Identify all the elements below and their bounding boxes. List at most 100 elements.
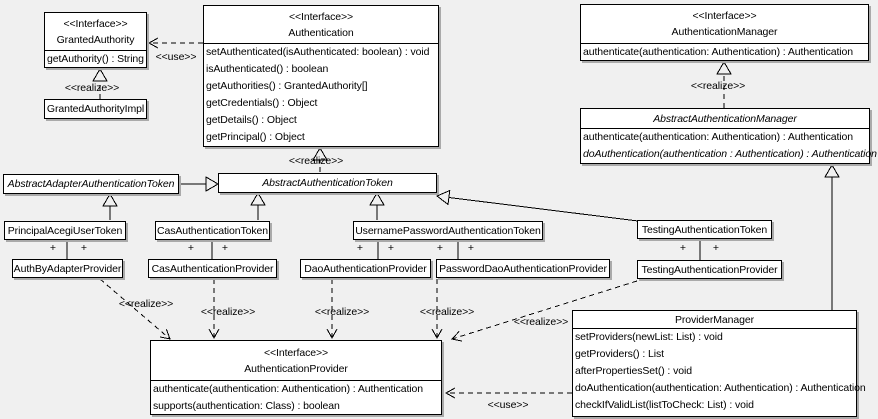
- class-title-auth-by-adapter-provider: AuthByAdapterProvider: [13, 260, 122, 277]
- method-row: authenticate(authentication: Authenticat…: [153, 383, 424, 395]
- hollow-triangle-arrowhead-icon: [92, 68, 108, 82]
- class-username-password-authentication-token[interactable]: UsernamePasswordAuthenticationToken: [353, 221, 543, 240]
- method-row: afterPropertiesSet() : void: [575, 365, 692, 377]
- class-title-password-dao-authentication-provider: PasswordDaoAuthenticationProvider: [437, 260, 609, 277]
- hollow-triangle-arrowhead-icon: [824, 164, 840, 178]
- class-name: AbstractAuthenticationManager: [653, 112, 797, 125]
- method-row: getProviders() : List: [575, 348, 664, 360]
- class-principal-acegi-user-token[interactable]: PrincipalAcegiUserToken: [4, 221, 126, 240]
- class-name: CasAuthenticationToken: [156, 224, 269, 237]
- edge-realize-abstractauthenticationtoken-authentication[interactable]: [312, 147, 328, 172]
- edge-gen-abstractadaptertoken-abstracttoken[interactable]: [179, 176, 219, 192]
- class-granted-authority[interactable]: <<Interface>> GrantedAuthority getAuthorit…: [44, 12, 147, 68]
- class-cas-authentication-provider[interactable]: CasAuthenticationProvider: [148, 259, 277, 278]
- open-arrowhead-icon: [444, 387, 456, 399]
- class-provider-manager[interactable]: ProviderManager setProviders(newList: Lis…: [572, 310, 866, 417]
- stereotype-label: <<Interface>>: [692, 10, 757, 22]
- class-name: DaoAuthenticationProvider: [304, 262, 427, 275]
- class-title-abstract-adapter-authentication-token: AbstractAdapterAuthenticationToken: [4, 175, 178, 193]
- edge-gen-testingtoken-abstracttoken[interactable]: [436, 189, 639, 222]
- class-name: AbstractAdapterAuthenticationToken: [7, 178, 175, 190]
- class-title-granted-authority: <<Interface>> GrantedAuthority: [45, 13, 146, 51]
- class-name: AuthenticationProvider: [244, 362, 348, 375]
- method-row: authenticate(authentication: Authenticat…: [583, 46, 854, 58]
- class-methods-authentication-manager: authenticate(authentication: Authenticat…: [581, 44, 868, 61]
- edge-realize-abstractauthenticationmanager-authenticationmanager[interactable]: [716, 61, 732, 108]
- method-row: isAuthenticated() : boolean: [206, 63, 329, 75]
- class-dao-authentication-provider[interactable]: DaoAuthenticationProvider: [300, 259, 431, 278]
- class-abstract-authentication-token[interactable]: AbstractAuthenticationToken: [218, 173, 437, 193]
- class-auth-by-adapter-provider[interactable]: AuthByAdapterProvider: [12, 259, 123, 278]
- class-methods-provider-manager: setProviders(newList: List) : void getPro…: [573, 329, 866, 414]
- stereotype-label: <<Interface>>: [263, 346, 329, 359]
- class-title-username-password-authentication-token: UsernamePasswordAuthenticationToken: [354, 222, 542, 239]
- method-row: doAuthentication(authentication : Authen…: [583, 148, 877, 160]
- class-authentication-manager[interactable]: <<Interface>>AuthenticationManager authen…: [580, 4, 869, 61]
- class-authentication-provider[interactable]: <<Interface>> AuthenticationProvider authe…: [150, 340, 442, 415]
- edge-use-providermanager-authenticationprovider[interactable]: [444, 387, 572, 399]
- class-name: AuthByAdapterProvider: [13, 262, 122, 275]
- open-arrowhead-icon: [147, 37, 159, 49]
- class-name: GrantedAuthorityImpl: [46, 103, 145, 115]
- method-row: getPrincipal() : Object: [206, 131, 305, 143]
- class-abstract-adapter-authentication-token[interactable]: AbstractAdapterAuthenticationToken: [3, 174, 179, 194]
- open-arrowhead-icon: [159, 329, 171, 340]
- class-methods-granted-authority: getAuthority() : String: [45, 51, 146, 68]
- class-title-dao-authentication-provider: DaoAuthenticationProvider: [301, 260, 430, 277]
- class-name: AbstractAuthenticationToken: [262, 177, 393, 189]
- class-name: PasswordDaoAuthenticationProvider: [439, 262, 607, 275]
- hollow-triangle-arrowhead-icon: [716, 61, 732, 75]
- class-title-abstract-authentication-token: AbstractAuthenticationToken: [219, 174, 436, 192]
- edge-use-authentication-grantedauthority[interactable]: [147, 37, 203, 49]
- class-authentication[interactable]: <<Interface>>Authentication setAuthentica…: [203, 5, 439, 147]
- class-granted-authority-impl[interactable]: GrantedAuthorityImpl: [44, 99, 147, 119]
- edge-gen-castoken-abstracttoken[interactable]: [250, 192, 266, 220]
- edge-realize-casprovider-authenticationprovider[interactable]: [208, 279, 220, 340]
- method-row: setProviders(newList: List) : void: [575, 331, 723, 343]
- class-password-dao-authentication-provider[interactable]: PasswordDaoAuthenticationProvider: [436, 259, 610, 278]
- class-cas-authentication-token[interactable]: CasAuthenticationToken: [155, 221, 270, 240]
- class-title-principal-acegi-user-token: PrincipalAcegiUserToken: [5, 222, 125, 239]
- class-name: ProviderManager: [674, 313, 755, 326]
- class-title-authentication: <<Interface>>Authentication: [204, 6, 438, 44]
- hollow-triangle-arrowhead-icon: [369, 192, 385, 206]
- class-name: PrincipalAcegiUserToken: [7, 224, 123, 237]
- hollow-triangle-arrowhead-icon: [250, 192, 266, 206]
- hollow-triangle-arrowhead-icon: [436, 189, 451, 206]
- class-title-authentication-provider: <<Interface>> AuthenticationProvider: [151, 341, 441, 381]
- class-title-provider-manager: ProviderManager: [573, 311, 856, 329]
- class-testing-authentication-provider[interactable]: TestingAuthenticationProvider: [637, 260, 782, 279]
- class-name: TestingAuthenticationProvider: [641, 263, 778, 276]
- edge-realize-testingprovider-authenticationprovider[interactable]: [451, 280, 638, 342]
- class-title-cas-authentication-provider: CasAuthenticationProvider: [149, 260, 276, 277]
- class-title-testing-authentication-token: TestingAuthenticationToken: [638, 221, 771, 238]
- class-name: GrantedAuthority: [56, 33, 135, 46]
- class-name: CasAuthenticationProvider: [151, 262, 274, 275]
- class-title-cas-authentication-token: CasAuthenticationToken: [156, 222, 269, 239]
- edge-realize-grantedauthorityimpl-grantedauthority[interactable]: [92, 68, 108, 99]
- method-row: getAuthority() : String: [47, 53, 144, 65]
- edge-gen-providermanager-abstractauthenticationmanager[interactable]: [824, 164, 840, 310]
- hollow-triangle-arrowhead-icon: [205, 176, 219, 192]
- hollow-triangle-arrowhead-icon: [312, 147, 328, 161]
- stereotype-label: <<Interface>>: [63, 17, 128, 30]
- open-arrowhead-icon: [451, 331, 463, 342]
- edge-gen-principalacegiusertoken-abstractadaptertoken[interactable]: [102, 193, 118, 220]
- method-row: doAuthentication(authentication: Authent…: [575, 382, 866, 394]
- edge-gen-usernamepasswordtoken-abstracttoken[interactable]: [369, 192, 385, 220]
- open-arrowhead-icon: [208, 328, 220, 340]
- class-testing-authentication-token[interactable]: TestingAuthenticationToken: [637, 220, 772, 239]
- method-row: setAuthenticated(isAuthenticated: boolea…: [206, 46, 430, 58]
- method-row: getAuthorities() : GrantedAuthority[]: [206, 80, 368, 92]
- edge-realize-daoprovider-authenticationprovider[interactable]: [326, 279, 338, 340]
- method-row: getCredentials() : Object: [206, 97, 318, 109]
- open-arrowhead-icon: [431, 328, 443, 340]
- class-methods-authentication-provider: authenticate(authentication: Authenticat…: [151, 381, 441, 415]
- class-name: TestingAuthenticationToken: [641, 223, 768, 236]
- edge-realize-passworddaoprovider-authenticationprovider[interactable]: [431, 279, 443, 340]
- edge-realize-authbyadapterprovider-authenticationprovider[interactable]: [99, 278, 171, 340]
- class-name: Authentication: [288, 26, 354, 39]
- class-title-authentication-manager: <<Interface>>AuthenticationManager: [581, 5, 868, 44]
